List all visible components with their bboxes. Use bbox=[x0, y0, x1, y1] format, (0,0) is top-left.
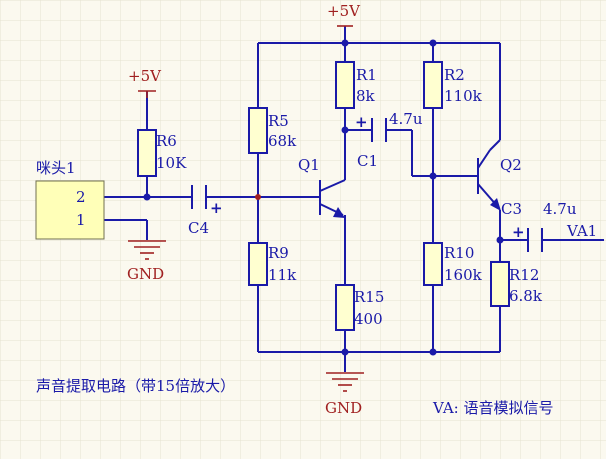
c1-plus: + bbox=[355, 113, 368, 131]
c4-label: C4 bbox=[188, 219, 209, 237]
r10-value: 160k bbox=[444, 266, 483, 284]
ground-left-symbol: GND bbox=[127, 240, 166, 283]
r6-value: 10K bbox=[156, 154, 187, 172]
ground-bottom-symbol: GND bbox=[325, 372, 364, 417]
q1-emitter-arrow-icon bbox=[333, 207, 345, 218]
gnd-bottom-label: GND bbox=[325, 399, 362, 417]
resistor-r9: R9 11k bbox=[248, 242, 297, 286]
c1-label: C1 bbox=[357, 152, 378, 170]
resistor-r6: R6 10K bbox=[137, 129, 187, 177]
resistor-r15: R15 400 bbox=[335, 284, 384, 331]
capacitor-c4: + C4 bbox=[188, 185, 223, 237]
r12-label: R12 bbox=[509, 266, 539, 284]
r12-value: 6.8k bbox=[509, 287, 543, 305]
resistor-r2: R2 110k bbox=[423, 61, 483, 109]
microphone-connector: 咪头1 2 1 bbox=[35, 159, 105, 240]
r10-label: R10 bbox=[444, 244, 474, 262]
q2-label: Q2 bbox=[500, 156, 522, 174]
resistor-r1: R1 8k bbox=[335, 61, 377, 109]
transistor-q2: Q2 bbox=[477, 149, 522, 211]
c3-plus: + bbox=[512, 223, 525, 241]
mic-pin-1: 1 bbox=[76, 211, 86, 229]
output-label: VA1 bbox=[566, 222, 597, 240]
c1-value: 4.7u bbox=[389, 110, 423, 128]
resistor-r5: R5 68k bbox=[248, 107, 297, 154]
r2-value: 110k bbox=[444, 87, 483, 105]
r1-label: R1 bbox=[356, 66, 377, 84]
r15-value: 400 bbox=[354, 310, 383, 328]
r6-label: R6 bbox=[156, 132, 177, 150]
c3-value: 4.7u bbox=[543, 200, 577, 218]
vcc-top-symbol: +5V bbox=[327, 2, 361, 27]
r15-label: R15 bbox=[354, 288, 384, 306]
capacitor-c3: + C3 4.7u bbox=[501, 200, 577, 252]
c4-plus: + bbox=[210, 199, 223, 217]
transistor-q1: Q1 bbox=[298, 156, 346, 218]
vcc-top-label: +5V bbox=[327, 2, 361, 20]
mic-pin-2: 2 bbox=[76, 188, 86, 206]
r1-value: 8k bbox=[356, 87, 376, 105]
signal-legend: VA: 语音模拟信号 bbox=[432, 399, 553, 417]
q1-label: Q1 bbox=[298, 156, 320, 174]
q2-emitter-arrow-icon bbox=[490, 198, 501, 211]
r5-value: 68k bbox=[268, 132, 297, 150]
capacitor-c1: + 4.7u C1 bbox=[355, 110, 423, 170]
gnd-left-label: GND bbox=[127, 265, 164, 283]
r2-label: R2 bbox=[444, 66, 465, 84]
r5-label: R5 bbox=[268, 112, 289, 130]
r9-label: R9 bbox=[268, 244, 289, 262]
c3-label: C3 bbox=[501, 200, 522, 218]
vcc-left-symbol: +5V bbox=[128, 67, 162, 98]
r9-value: 11k bbox=[268, 266, 297, 284]
mic-label: 咪头1 bbox=[36, 159, 76, 177]
junction-dots bbox=[143, 39, 504, 356]
resistor-r12: R12 6.8k bbox=[490, 261, 543, 307]
vcc-left-label: +5V bbox=[128, 67, 162, 85]
circuit-caption: 声音提取电路（带15倍放大） bbox=[36, 377, 235, 395]
resistor-r10: R10 160k bbox=[423, 242, 483, 286]
